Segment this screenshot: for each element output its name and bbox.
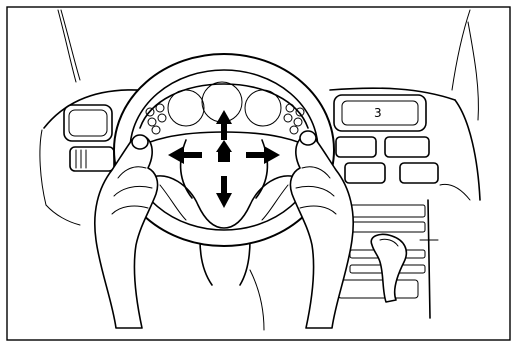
center-air-vent: 3: [334, 95, 426, 131]
left-air-vent: [64, 105, 112, 141]
gear-shift-knob: [371, 234, 406, 302]
vent-number-label: 3: [374, 106, 382, 120]
left-vent-lower: [70, 147, 114, 171]
left-hand: [95, 135, 158, 328]
center-switch-panel: [336, 137, 438, 183]
